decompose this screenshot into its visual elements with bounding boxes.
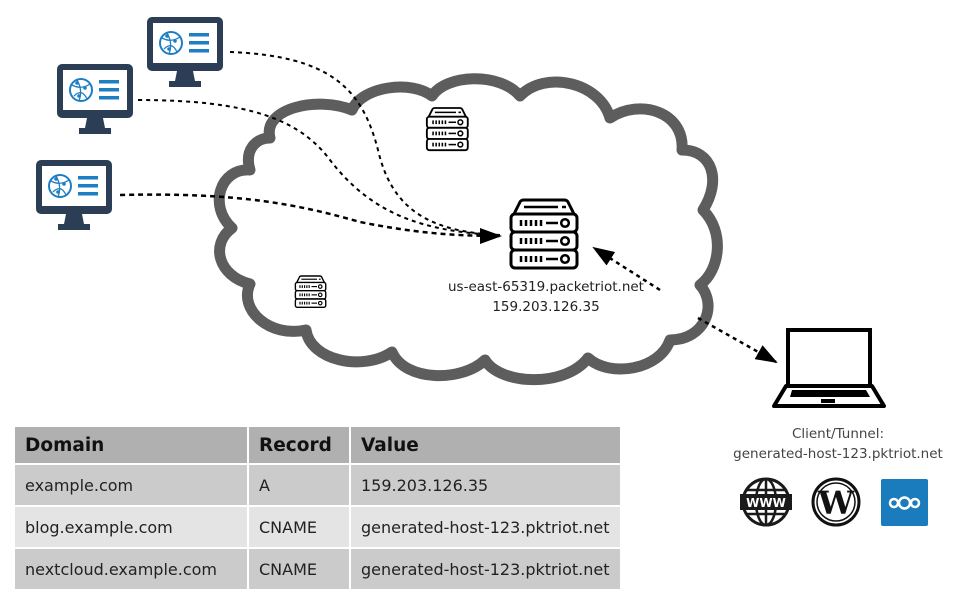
visitor-monitor-icon-3 [35,159,113,231]
cell-domain: blog.example.com [13,505,249,549]
wordpress-icon: W [811,477,861,527]
cell-value: generated-host-123.pktriot.net [349,505,622,549]
server-hostname: us-east-65319.packetriot.net [448,279,644,295]
server-icon-secondary-1 [425,107,469,152]
column-header-value: Value [349,425,622,465]
server-icon-primary [509,198,579,270]
server-icon-secondary-2 [294,275,327,308]
cell-value: generated-host-123.pktriot.net [349,547,622,591]
dns-records-table: Domain Record Value example.com A 159.20… [13,425,622,591]
visitor-monitor-icon-1 [146,16,224,88]
laptop-icon [772,328,886,408]
visitor-monitor-icon-2 [56,63,134,135]
connection-line-visitor-3 [119,193,502,244]
client-label-host: generated-host-123.pktriot.net [733,446,943,462]
tunnel-line-client [697,316,778,364]
client-label-title: Client/Tunnel: [792,426,884,442]
svg-text:WWW: WWW [746,496,786,510]
cell-record: A [247,463,351,507]
table-row: example.com A 159.203.126.35 [13,463,622,507]
tunnel-line [592,246,661,292]
cell-value: 159.203.126.35 [349,463,622,507]
globe-www-icon: WWW [740,477,792,527]
cell-record: CNAME [247,505,351,549]
cell-domain: example.com [13,463,249,507]
server-ip: 159.203.126.35 [492,299,599,315]
nextcloud-icon [881,479,928,526]
svg-text:W: W [817,484,855,522]
table-row: nextcloud.example.com CNAME generated-ho… [13,547,622,591]
column-header-record: Record [247,425,351,465]
table-row: blog.example.com CNAME generated-host-12… [13,505,622,549]
table-header-row: Domain Record Value [13,425,622,465]
cloud-shape [213,73,723,386]
cell-domain: nextcloud.example.com [13,547,249,591]
connection-line-visitor-2 [137,99,501,236]
column-header-domain: Domain [13,425,249,465]
connection-line-visitor-1 [229,51,501,236]
cell-record: CNAME [247,547,351,591]
